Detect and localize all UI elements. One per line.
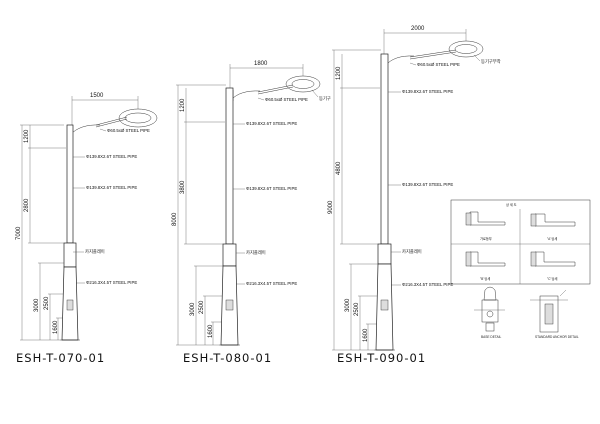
pole-esh-t-090: 2000 9000 1200 4800 3000 2500 1600 Φ60.5… xyxy=(328,26,501,365)
note-flange: 카지플레이 xyxy=(402,248,422,255)
pole-esh-t-080: 1800 8000 1200 3800 3000 2500 1600 Φ60.5… xyxy=(172,61,331,365)
dim-b: 4800 xyxy=(336,161,342,175)
label-base-pipe: Φ216.3X4.5T STEEL PIPE xyxy=(246,281,297,286)
label-arm-pipe: Φ60.5xØ STEEL PIPE xyxy=(107,128,150,133)
note-flange: 카지플레이 xyxy=(85,248,105,255)
dim-b: 3800 xyxy=(180,180,186,194)
dim-c: 3000 xyxy=(190,302,196,316)
label-arm-pipe: Φ60.5xØ STEEL PIPE xyxy=(265,97,308,102)
label-base-pipe: Φ216.3X4.5T STEEL PIPE xyxy=(402,282,453,287)
model-label: ESH-T-070-01 xyxy=(16,351,105,365)
dim-c: 3000 xyxy=(345,298,351,312)
detail-panel: 상 세 도 가로등부 "A"상세 "B"상세 "C"상세 BASE DETAIL xyxy=(450,199,591,339)
detail-caption-4: "C"상세 xyxy=(547,276,557,281)
total-height-label: 7000 xyxy=(16,226,22,240)
dim-d: 2500 xyxy=(354,302,360,316)
detail-caption-1: 가로등부 xyxy=(480,236,492,241)
arm-length-label: 2000 xyxy=(411,26,425,32)
note-luminaire: 등기구 xyxy=(319,95,331,102)
model-label: ESH-T-080-01 xyxy=(183,351,272,365)
luminaire-1 xyxy=(118,108,158,128)
pole-esh-t-070: 1500 7000 1200 2800 3000 2500 1600 Φ60.5… xyxy=(16,93,158,365)
label-mid-pipe: Φ139.8X2.6T STEEL PIPE xyxy=(246,186,297,191)
dim-b: 2800 xyxy=(24,198,30,212)
anchor-detail-caption: STANDARD ANCHOR DETAIL xyxy=(535,335,579,339)
dim-d: 2500 xyxy=(199,300,205,314)
label-mid-pipe: Φ139.8X2.6T STEEL PIPE xyxy=(86,185,137,190)
arm-length-label: 1800 xyxy=(254,61,268,67)
dim-e: 1600 xyxy=(53,320,59,334)
label-mid-pipe: Φ139.8X2.6T STEEL PIPE xyxy=(402,182,453,187)
model-label: ESH-T-090-01 xyxy=(337,351,426,365)
label-upper-pipe: Φ139.8X2.6T STEEL PIPE xyxy=(402,89,453,94)
dim-e: 1600 xyxy=(208,324,214,338)
arm-length-label: 1500 xyxy=(90,93,104,99)
detail-title: 상 세 도 xyxy=(506,202,517,207)
anchor-detail-drawing: STANDARD ANCHOR DETAIL xyxy=(530,289,579,339)
total-height-label: 9000 xyxy=(328,200,334,214)
total-height-label: 8000 xyxy=(172,212,178,226)
note-luminaire: 등기구부착 xyxy=(481,58,501,65)
dim-a: 1200 xyxy=(24,129,30,143)
luminaire-3 xyxy=(448,40,484,58)
label-arm-pipe: Φ60.5xØ STEEL PIPE xyxy=(417,62,460,67)
label-upper-pipe: Φ139.8X2.6T STEEL PIPE xyxy=(246,121,297,126)
base-detail-drawing: BASE DETAIL xyxy=(474,286,505,339)
label-upper-pipe: Φ139.8X2.6T STEEL PIPE xyxy=(86,154,137,159)
detail-caption-2: "A"상세 xyxy=(547,236,557,241)
base-detail-caption: BASE DETAIL xyxy=(481,335,502,339)
dim-a: 1200 xyxy=(180,98,186,112)
label-base-pipe: Φ216.3X4.5T STEEL PIPE xyxy=(86,280,137,285)
note-flange: 카지플레이 xyxy=(246,249,266,256)
detail-caption-3: "B"상세 xyxy=(480,276,490,281)
dim-a: 1200 xyxy=(336,66,342,80)
dim-e: 1600 xyxy=(363,328,369,342)
luminaire-2 xyxy=(285,75,321,93)
dim-d: 2500 xyxy=(44,296,50,310)
dim-c: 3000 xyxy=(34,298,40,312)
